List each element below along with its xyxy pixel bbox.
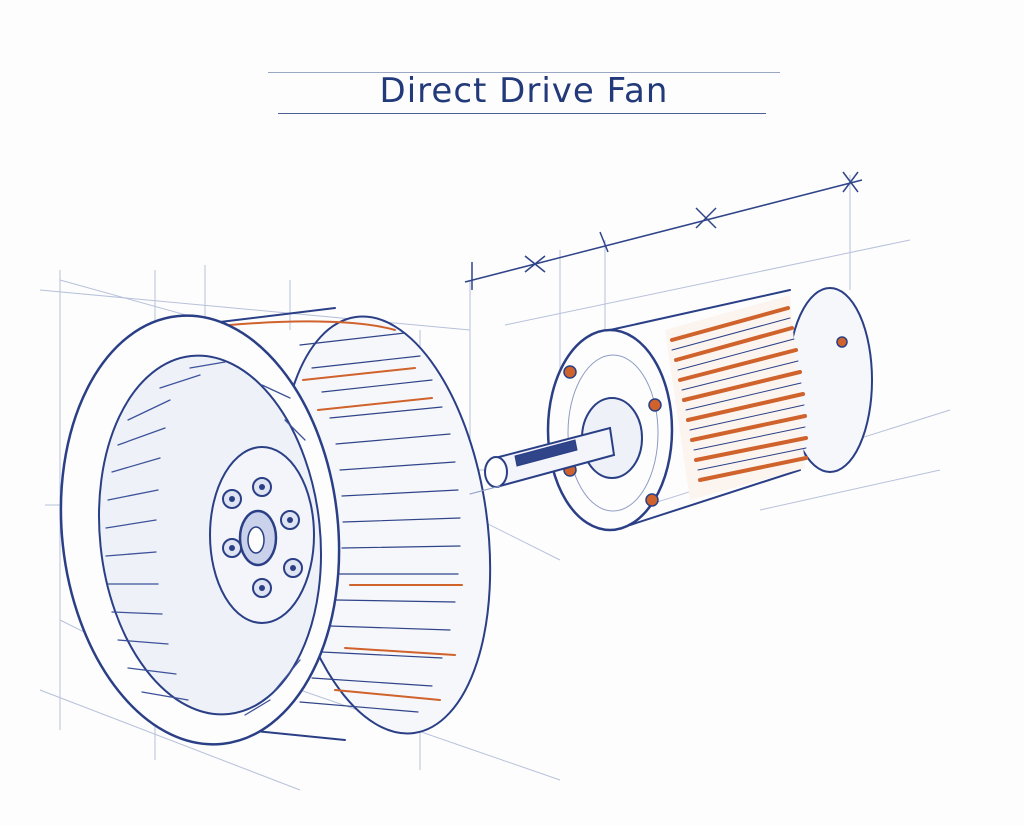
dimension-line-icon: [464, 171, 863, 290]
shaft-icon: [469, 426, 616, 495]
title-rule-bottom: [278, 113, 766, 114]
hub-bolts-icon: [209, 446, 315, 624]
title-rule-top: [268, 72, 780, 73]
diagram-title: Direct Drive Fan: [379, 71, 669, 111]
motor-housing-icon: [546, 287, 873, 532]
title-block: Direct Drive Fan: [268, 62, 780, 122]
